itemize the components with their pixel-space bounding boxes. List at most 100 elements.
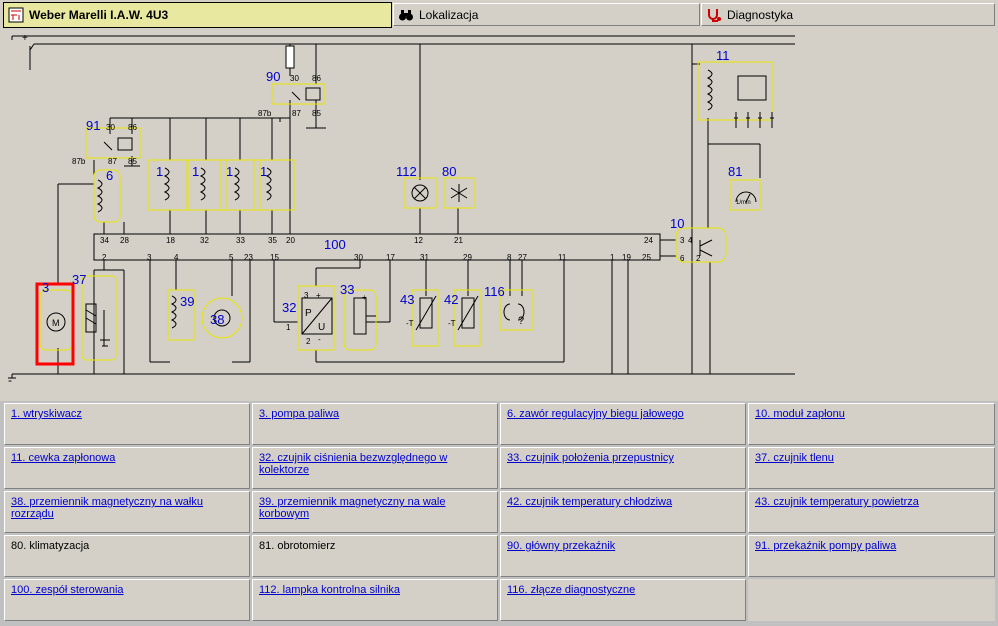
component-cell: 80. klimatyzacja: [4, 535, 250, 577]
component-cell[interactable]: 91. przekaźnik pompy paliwa: [748, 535, 995, 577]
label-3: 3: [42, 280, 49, 295]
relay90-pin-85: 85: [312, 109, 321, 118]
tab-wiring-diagram[interactable]: Weber Marelli I.A.W. 4U3: [3, 2, 392, 28]
component-text: 80. klimatyzacja: [11, 540, 90, 552]
ecu-pin: 23: [244, 253, 253, 262]
component-cell[interactable]: 42. czujnik temperatury chłodziwa: [500, 491, 746, 533]
diag-connector-question: ?: [518, 315, 524, 327]
label-43: 43: [400, 292, 414, 307]
component-cell[interactable]: 90. główny przekaźnik: [500, 535, 746, 577]
tab-label: Weber Marelli I.A.W. 4U3: [29, 8, 169, 22]
label-1b: 1: [192, 164, 199, 179]
component-cell[interactable]: 11. cewka zapłonowa: [4, 447, 250, 489]
label-100: 100: [324, 237, 346, 252]
ecu-pin: 34: [100, 236, 109, 245]
empty-cell: [748, 579, 995, 621]
relay90-pin-87b: 87b: [258, 109, 272, 118]
component-cell[interactable]: 10. moduł zapłonu: [748, 403, 995, 445]
label-37: 37: [72, 272, 86, 287]
component-cell[interactable]: 32. czujnik ciśnienia bezwzględnego w ko…: [252, 447, 498, 489]
component-link[interactable]: 39. przemiennik magnetyczny na wale korb…: [259, 496, 446, 520]
component-link[interactable]: 37. czujnik tlenu: [755, 452, 834, 464]
label-38: 38: [210, 312, 224, 327]
component-cell[interactable]: 33. czujnik położenia przepustnicy: [500, 447, 746, 489]
label-11: 11: [716, 48, 730, 63]
relay91-pin-86: 86: [128, 123, 137, 132]
ecu-pin: 27: [518, 253, 527, 262]
ecu-pin: 31: [420, 253, 429, 262]
component-link[interactable]: 3. pompa paliwa: [259, 408, 340, 420]
component-link[interactable]: 42. czujnik temperatury chłodziwa: [507, 496, 673, 508]
sensor-label-p: P: [305, 308, 312, 319]
sensor-pin-2: 2: [306, 337, 311, 346]
component-cell: 81. obrotomierz: [252, 535, 498, 577]
label-1a: 1: [156, 164, 163, 179]
ecu-pin: 17: [386, 253, 395, 262]
label-116: 116: [484, 284, 505, 299]
ecu-pin: 4: [174, 253, 179, 262]
label-1c: 1: [226, 164, 233, 179]
component-text: 81. obrotomierz: [259, 540, 336, 552]
ecu-pin: 1: [610, 253, 615, 262]
component-link[interactable]: 6. zawór regulacyjny biegu jałowego: [507, 408, 684, 420]
component-link[interactable]: 43. czujnik temperatury powietrza: [755, 496, 919, 508]
ecu-pin: 24: [644, 236, 653, 245]
component-link[interactable]: 100. zespół sterowania: [11, 584, 124, 596]
module10-pin: 2: [696, 254, 701, 263]
component-cell[interactable]: 43. czujnik temperatury powietrza: [748, 491, 995, 533]
label-91: 91: [86, 118, 100, 133]
ecu-pin: 19: [622, 253, 631, 262]
ecu-pin: 28: [120, 236, 129, 245]
component-link[interactable]: 32. czujnik ciśnienia bezwzględnego w ko…: [259, 452, 448, 476]
label-32: 32: [282, 300, 296, 315]
label-112: 112: [396, 164, 417, 179]
tab-lokalizacja[interactable]: Lokalizacja: [393, 3, 700, 26]
label-80: 80: [442, 164, 456, 179]
component-cell[interactable]: 1. wtryskiwacz: [4, 403, 250, 445]
component-cell[interactable]: 37. czujnik tlenu: [748, 447, 995, 489]
minus-rail-label: -: [8, 373, 12, 387]
ecu-pin: 8: [507, 253, 512, 262]
binoculars-icon: [398, 7, 414, 23]
component-link[interactable]: 1. wtryskiwacz: [11, 408, 82, 420]
component-link[interactable]: 38. przemiennik magnetyczny na wałku roz…: [11, 496, 203, 520]
ecu-pin: 21: [454, 236, 463, 245]
component-cell[interactable]: 116. złącze diagnostyczne: [500, 579, 746, 621]
sensor43-temp: -T: [406, 319, 414, 328]
component-link[interactable]: 112. lampka kontrolna silnika: [259, 584, 401, 596]
label-39: 39: [180, 294, 194, 309]
label-10: 10: [670, 216, 684, 231]
component-cell[interactable]: 39. przemiennik magnetyczny na wale korb…: [252, 491, 498, 533]
ecu-pin: 29: [463, 253, 472, 262]
component-link[interactable]: 90. główny przekaźnik: [507, 540, 616, 552]
sensor-label-minus: -: [318, 335, 321, 344]
component-cell[interactable]: 38. przemiennik magnetyczny na wałku roz…: [4, 491, 250, 533]
sensor-pin-3: 3: [304, 291, 309, 300]
component-link[interactable]: 10. moduł zapłonu: [755, 408, 845, 420]
component-cell[interactable]: 112. lampka kontrolna silnika: [252, 579, 498, 621]
module10-pin: 6: [680, 254, 685, 263]
ecu-pin: 32: [200, 236, 209, 245]
component-cell[interactable]: 6. zawór regulacyjny biegu jałowego: [500, 403, 746, 445]
selection-highlight: [35, 282, 75, 366]
component-link[interactable]: 33. czujnik położenia przepustnicy: [507, 452, 674, 464]
wiring-diagram: + - 90 91 6 1 1 1 1 112 80 11 81 10 100 …: [0, 30, 998, 400]
plus-rail-label: +: [22, 33, 28, 44]
component-link[interactable]: 116. złącze diagnostyczne: [507, 584, 636, 596]
component-link[interactable]: 91. przekaźnik pompy paliwa: [755, 540, 897, 552]
tachometer-rpm: 1/min: [736, 200, 751, 206]
ecu-pin: 20: [286, 236, 295, 245]
ecu-pin: 12: [414, 236, 423, 245]
ecu-pin: 11: [558, 253, 567, 262]
relay91-pin-87b: 87b: [72, 157, 86, 166]
component-link[interactable]: 11. cewka zapłonowa: [11, 452, 116, 464]
sensor-label-plus: +: [316, 291, 321, 300]
pump-motor-m: M: [52, 318, 60, 328]
tab-diagnostyka[interactable]: Diagnostyka: [701, 3, 995, 26]
component-cell[interactable]: 100. zespół sterowania: [4, 579, 250, 621]
relay91-pin-85: 85: [128, 157, 137, 166]
label-33: 33: [340, 282, 354, 297]
ecu-pin: 35: [268, 236, 277, 245]
label-42: 42: [444, 292, 458, 307]
component-cell[interactable]: 3. pompa paliwa: [252, 403, 498, 445]
